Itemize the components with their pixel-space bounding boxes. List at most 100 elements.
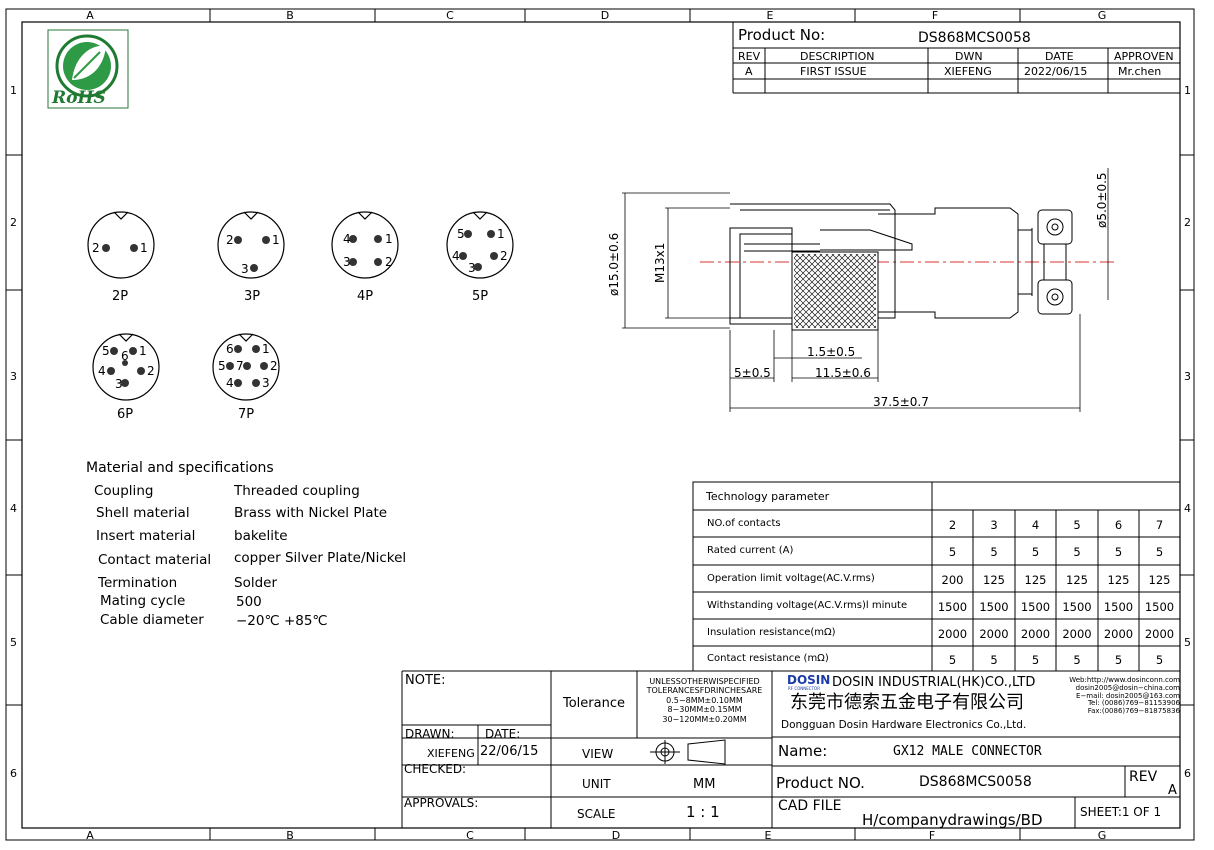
tolerance-spec: UNLESSOTHERWISPECIFIED TOLERANCESFDRINCH…	[637, 677, 772, 724]
row-label-6-right: 6	[1184, 767, 1191, 780]
tech-cell: 125	[1066, 572, 1088, 587]
cad-file-label: CAD FILE	[778, 798, 842, 814]
knurl-line	[794, 281, 841, 328]
mat-contact-label: Contact material	[98, 552, 212, 568]
pin-3p-1: 1	[272, 233, 280, 247]
pin-layout-2p-label: 2P	[112, 289, 129, 304]
pin-6p-6: 6	[121, 349, 129, 363]
pin-2p-1: 1	[140, 241, 148, 255]
dim-thread: M13x1	[653, 242, 667, 283]
row-label-1-right: 1	[1184, 84, 1191, 97]
tech-cell: 125	[1148, 572, 1171, 587]
pin-7p-5: 5	[218, 359, 226, 373]
pin-6p-2: 2	[147, 364, 155, 378]
contact-line: E−mail: dosin2005@163.com	[1076, 691, 1180, 700]
mat-cable-value: −20℃ +85℃	[236, 613, 328, 629]
product-no-value: DS868MCS0058	[919, 774, 1032, 790]
mat-insert-value: bakelite	[234, 528, 288, 544]
rev-label: REV	[1129, 769, 1158, 785]
pin-layout-7p-label: 7P	[238, 407, 255, 422]
tech-cell: 125	[983, 572, 1005, 587]
drawn-label: DRAWN:	[405, 727, 455, 741]
knurl-line	[831, 254, 876, 299]
rohs-logo	[47, 29, 129, 109]
unit-label: UNIT	[582, 777, 611, 791]
col-label-c: C	[446, 9, 454, 22]
knurl-line	[794, 254, 835, 295]
col-label-b: B	[286, 9, 294, 22]
rev-header-rev: REV	[738, 50, 761, 63]
tech-cell: 1500	[1144, 599, 1175, 614]
dim-11-5: 11.5±0.6	[815, 366, 871, 380]
pin-6p-3: 3	[115, 377, 123, 391]
tech-cell: 5	[990, 652, 998, 667]
mat-coupling-value: Threaded coupling	[234, 483, 360, 499]
rev-row-approven: Mr.chen	[1118, 65, 1162, 78]
tech-cell: 2	[948, 517, 957, 532]
mat-mating-value: 500	[236, 594, 262, 610]
pin-6p-1: 1	[139, 344, 147, 358]
rev-row-description: FIRST ISSUE	[800, 65, 867, 78]
rev-row-date: 2022/06/15	[1024, 65, 1088, 78]
row-label-1: 1	[10, 84, 17, 97]
pin-7p-6: 6	[226, 342, 234, 356]
rev-product-no-label: Product No:	[738, 26, 826, 44]
contact-line: Web:http://www.dosinconn.com	[1069, 676, 1180, 684]
pin-dots	[102, 230, 498, 387]
col-label-b-bottom: B	[286, 829, 294, 842]
col-label-d: D	[600, 9, 610, 22]
rev-header-date: DATE	[1045, 50, 1074, 63]
tech-cell: 125	[1024, 572, 1047, 587]
pin-7p-7: 7	[236, 359, 244, 373]
rev-row-dwn: XIEFENG	[944, 65, 992, 78]
knurl-line	[849, 301, 876, 328]
mat-mating-label: Mating cycle	[100, 593, 186, 609]
pin-6p-5: 5	[102, 344, 110, 358]
tech-cell: 4	[1031, 517, 1040, 532]
tech-cell: 5	[1031, 652, 1040, 667]
row-label-4: 4	[10, 502, 17, 515]
title-block-grid	[401, 670, 1180, 828]
dosin-logo-sub: RF CONNECTOR	[788, 686, 820, 691]
col-label-g-bottom: G	[1097, 829, 1107, 842]
company-en: DOSIN INDUSTRIAL(HK)CO.,LTD	[832, 675, 1036, 690]
view-label: VIEW	[582, 747, 614, 761]
rev-header-dwn: DWN	[955, 50, 983, 63]
knurl-line	[795, 254, 871, 328]
knurl-line	[843, 295, 876, 328]
rev-value: A	[1168, 783, 1177, 798]
knurl-line	[794, 254, 847, 307]
pin-layout-6p-label: 6P	[117, 407, 134, 422]
pin-layout-3p-label: 3P	[244, 289, 261, 304]
knurl-line	[794, 254, 841, 301]
knurl-line	[794, 254, 811, 271]
mat-insert-label: Insert material	[96, 528, 196, 544]
pin-3p-3: 3	[241, 262, 249, 276]
col-label-e-bottom: E	[764, 829, 772, 842]
col-label-a: A	[86, 9, 94, 22]
knurl-line	[807, 254, 876, 323]
knurl-line	[794, 257, 865, 328]
knurl-line	[831, 283, 876, 328]
unit-value: MM	[693, 777, 716, 792]
knurl-line	[837, 254, 876, 293]
pin-7p-1: 1	[262, 342, 270, 356]
tech-row-label: Contact resistance (mΩ)	[707, 652, 829, 664]
knurl-line	[794, 293, 829, 328]
tech-cell: 2000	[1103, 626, 1134, 641]
tech-cell: 2000	[979, 626, 1009, 641]
tech-cell: 5	[1114, 545, 1123, 559]
pin-3p-2: 2	[226, 233, 234, 247]
mat-contact-value: copper Silver Plate/Nickel	[234, 550, 407, 566]
tech-cell: 200	[941, 572, 964, 587]
tech-cell: 5	[1073, 652, 1081, 667]
tech-cell: 5	[1073, 517, 1081, 532]
tech-cell: 5	[1073, 545, 1081, 559]
dim-outer-diameter: ø15.0±0.6	[607, 232, 621, 296]
company-en-2: Dongguan Dosin Hardware Electronics Co.,…	[781, 719, 1027, 731]
cad-file-value: H/companydrawings/BD	[862, 811, 1043, 829]
knurl-line	[794, 254, 829, 289]
knurl-line	[794, 269, 853, 328]
tolerance-label: Tolerance	[563, 696, 625, 711]
knurl-line	[849, 254, 876, 281]
